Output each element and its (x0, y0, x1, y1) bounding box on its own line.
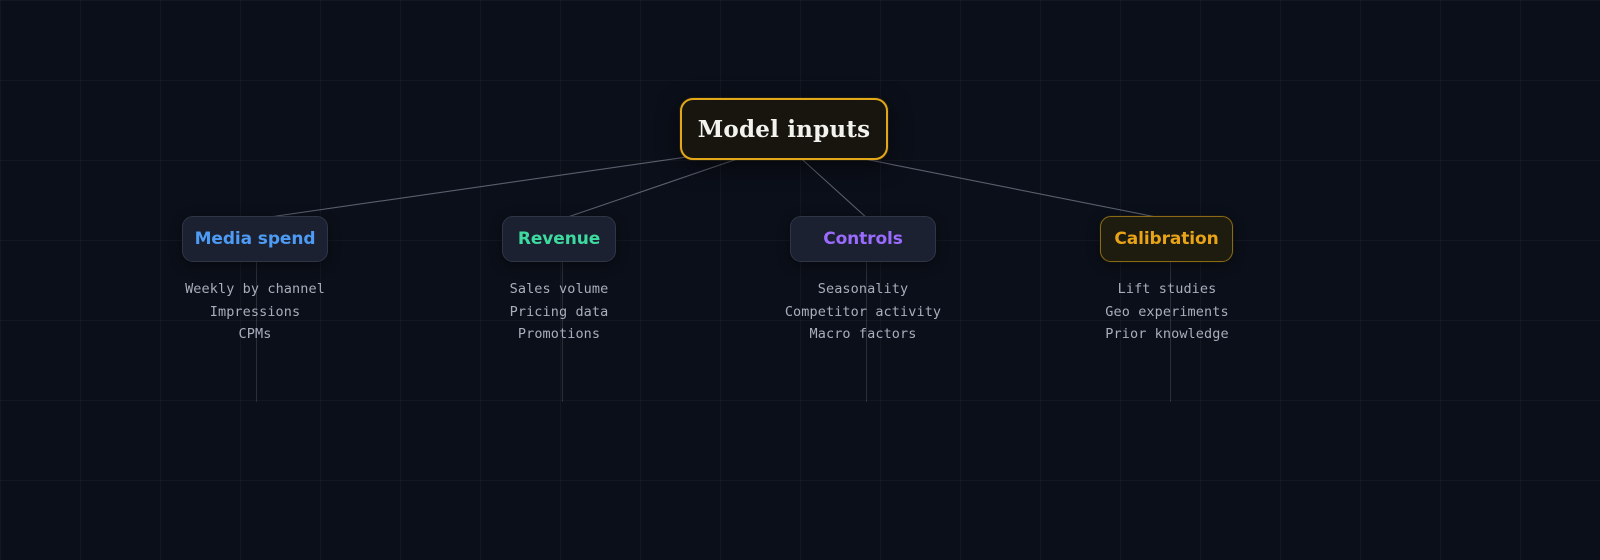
branch-node-label: Calibration (1114, 229, 1219, 249)
branch-node-label: Media spend (194, 229, 316, 249)
branch-node-label: Revenue (517, 229, 601, 249)
root-node-label: Model inputs (697, 115, 871, 143)
branch-node-calibration[interactable]: Calibration (1100, 216, 1233, 262)
leaf-item: Promotions (517, 326, 601, 343)
leaf-list-calibration: Lift studies Geo experiments Prior knowl… (1017, 278, 1317, 346)
leaf-item: Macro factors (809, 326, 917, 343)
leaf-item: Weekly by channel (185, 281, 325, 297)
leaf-item: CPMs (238, 326, 272, 343)
leaf-item: Competitor activity (784, 303, 942, 320)
branch-node-media-spend[interactable]: Media spend (182, 216, 328, 262)
branch-node-label: Controls (823, 229, 903, 249)
branch-node-revenue[interactable]: Revenue (502, 216, 616, 262)
stem-controls (866, 262, 867, 402)
stem-revenue (562, 262, 563, 402)
leaf-item: Prior knowledge (1105, 326, 1229, 343)
stem-calibration (1170, 262, 1171, 402)
leaf-item: Lift studies (1117, 281, 1217, 297)
leaf-item: Pricing data (509, 303, 609, 320)
leaf-item: Sales volume (509, 281, 609, 297)
leaf-list-media-spend: Weekly by channel Impressions CPMs (105, 278, 405, 346)
stem-media-spend (256, 262, 257, 402)
branch-node-controls[interactable]: Controls (790, 216, 936, 262)
leaf-item: Seasonality (817, 281, 909, 297)
leaf-item: Geo experiments (1105, 303, 1229, 320)
leaf-list-controls: Seasonality Competitor activity Macro fa… (713, 278, 1013, 346)
leaf-list-revenue: Sales volume Pricing data Promotions (409, 278, 709, 346)
root-node-model-inputs[interactable]: Model inputs (680, 98, 888, 160)
leaf-item: Impressions (209, 303, 301, 320)
